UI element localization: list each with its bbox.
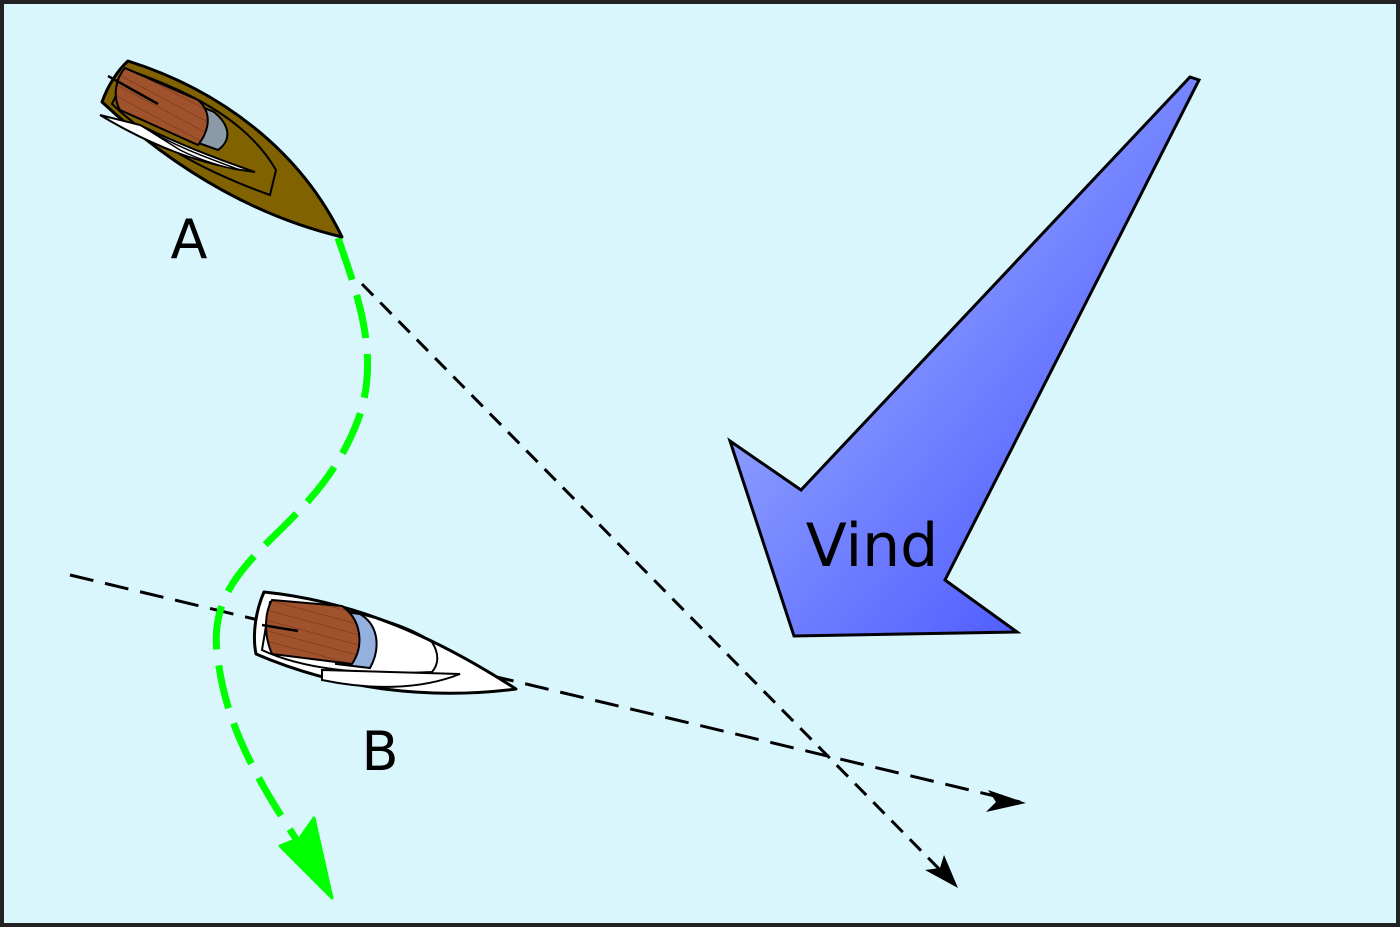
boat-b-course-line (69, 573, 1026, 812)
boat-b: B (252, 590, 518, 783)
wind-arrow: Vind (727, 75, 1202, 638)
boat-a-course-line (360, 282, 958, 888)
boat-a-sail-lower (139, 124, 241, 171)
wind-label: Vind (806, 511, 939, 581)
boat-a-evasive-path (212, 236, 372, 900)
boat-b-course-arrowhead (986, 790, 1026, 812)
boat-a: A (99, 59, 344, 271)
boat-a-label: A (171, 208, 208, 271)
boat-a-sail (99, 114, 256, 173)
sailboat-icon (99, 59, 344, 239)
green-path-arrowhead (278, 816, 334, 900)
boat-a-mast-line (107, 74, 159, 106)
boat-b-sail (321, 668, 461, 688)
boat-a-course-arrowhead (925, 855, 958, 888)
boat-b-deck (265, 598, 361, 666)
boat-b-label: B (361, 720, 398, 783)
sailboat-icon (252, 590, 518, 695)
boat-b-mast-line (261, 623, 299, 633)
arrow-icon (727, 75, 1202, 638)
